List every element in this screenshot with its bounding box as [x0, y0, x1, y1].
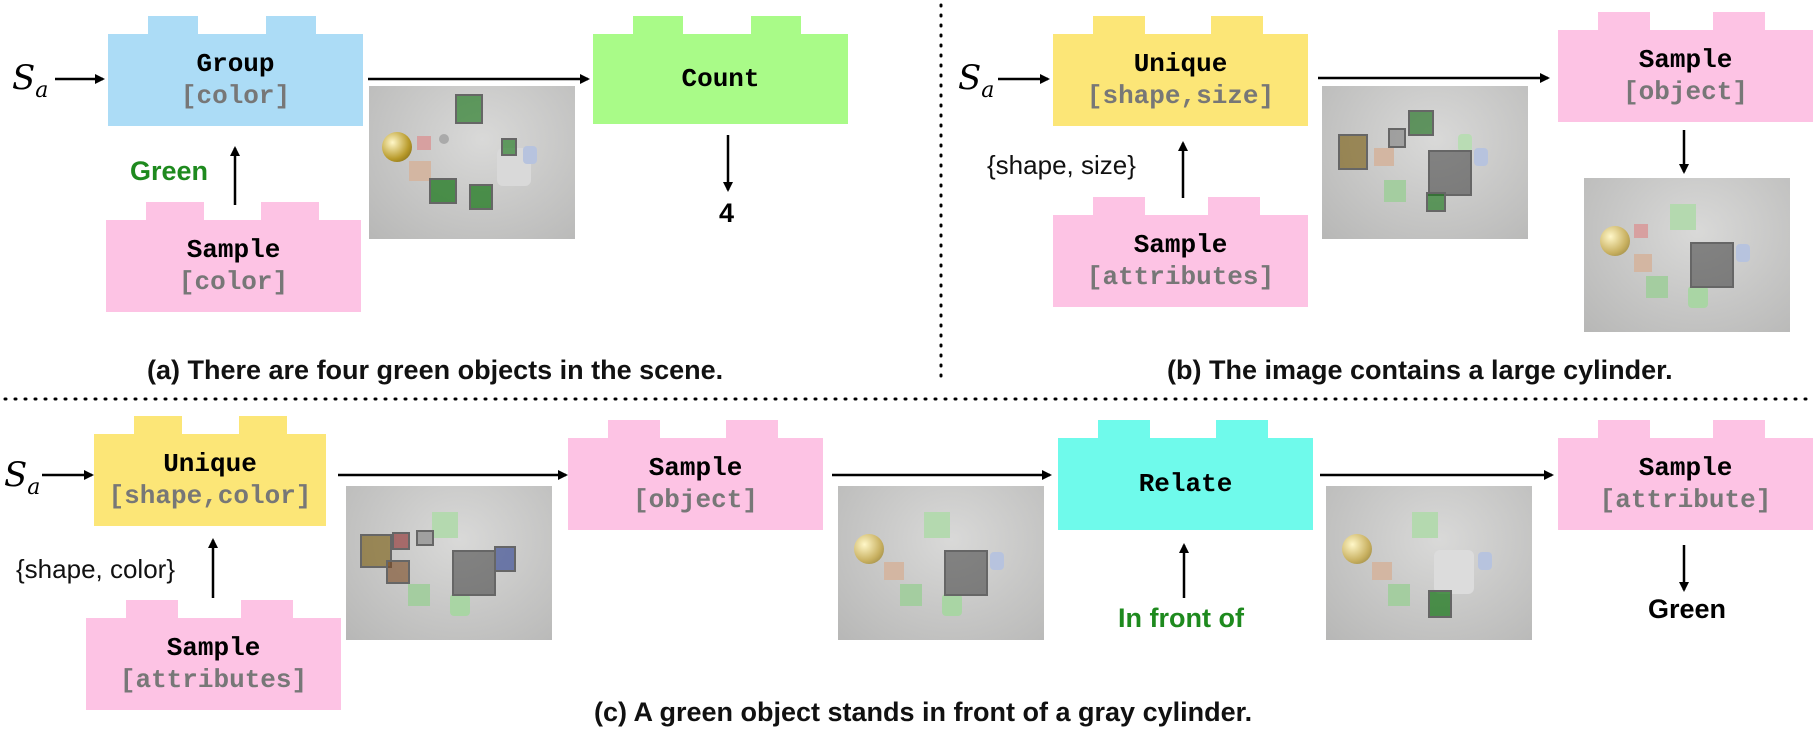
sample-object-arg-label-b: [object] [1623, 77, 1748, 107]
count-op-label: Count [681, 64, 760, 94]
highlight-red-cube [392, 532, 410, 550]
sample-attribute-block-c: Sample [attribute] [1558, 420, 1813, 530]
green-cylinder [450, 594, 470, 616]
sample-color-block: Sample [color] [106, 202, 361, 312]
sample-attributes-op-label-c: Sample [166, 633, 261, 663]
scene-image-b1 [1322, 86, 1528, 239]
highlight-green-cube-1 [455, 94, 483, 124]
sample-attributes-block-b: Sample [attributes] [1053, 197, 1308, 307]
sample-attribute-arg-label-c: [attribute] [1599, 485, 1772, 515]
gold-sphere [382, 132, 412, 162]
result-label-c: Green [1648, 594, 1727, 624]
highlight-green-cylinder-2 [469, 184, 493, 210]
green-cylinder [1688, 286, 1708, 308]
brown-cube [1372, 562, 1392, 580]
gold-sphere [854, 534, 884, 564]
highlight-small-sphere [1388, 128, 1406, 148]
unique-op-label-c: Unique [163, 449, 257, 479]
highlight-green-cylinder [1428, 590, 1452, 618]
relate-op-label-c: Relate [1138, 469, 1233, 499]
highlight-green-cube [1408, 110, 1434, 136]
gray-sphere [439, 134, 449, 144]
scene-image-b2 [1584, 178, 1790, 332]
sampled-attributes-label-c: {shape, color} [16, 554, 176, 584]
highlight-gold-sphere [1338, 134, 1368, 170]
scene-image-c1 [346, 486, 552, 640]
green-cube [900, 584, 922, 606]
input-symbol-c: Sa [4, 455, 41, 500]
brown-cube [884, 562, 904, 580]
gold-sphere [1600, 226, 1630, 256]
caption-a: (a) There are four green objects in the … [147, 355, 724, 385]
group-op-label: Group [196, 49, 275, 79]
blue-cylinder [523, 146, 537, 164]
highlight-small-sphere [416, 530, 434, 546]
sample-object-op-label-b: Sample [1638, 45, 1733, 75]
scene-image-c3 [1326, 486, 1532, 640]
sample-object-block-b: Sample [object] [1558, 12, 1813, 122]
sample-object-block-c: Sample [object] [568, 420, 823, 530]
brown-cube [409, 161, 431, 181]
blue-cylinder [1736, 244, 1750, 262]
caption-b: (b) The image contains a large cylinder. [1167, 355, 1673, 385]
highlight-gray-cylinder [1428, 150, 1472, 196]
sample-attribute-op-label-c: Sample [1638, 453, 1733, 483]
green-cylinder [942, 594, 962, 616]
highlight-blue-cylinder [494, 546, 516, 572]
red-cube [417, 136, 431, 150]
scene-image-a [369, 86, 575, 239]
green-cube [1388, 584, 1410, 606]
sample-object-op-label-c: Sample [648, 453, 743, 483]
unique-arg-label-b: [shape,size] [1086, 81, 1275, 111]
sample-attributes-arg-label-c: [attributes] [119, 665, 308, 695]
sample-attributes-block-c: Sample [attributes] [86, 600, 341, 710]
green-cube [408, 584, 430, 606]
red-cube [1634, 224, 1648, 238]
sample-op-label: Sample [186, 235, 281, 265]
green-cube-top [1670, 204, 1696, 230]
highlight-brown-cube [386, 560, 410, 584]
blue-cylinder [1474, 148, 1488, 166]
input-symbol-b: Sa [958, 58, 995, 103]
green-cube-top [432, 512, 458, 538]
highlight-green-cylinder [1426, 192, 1446, 212]
relate-block-c: Relate [1058, 420, 1313, 530]
gray-cylinder [1434, 550, 1474, 594]
green-cube-top [1412, 512, 1438, 538]
count-result: 4 [719, 198, 735, 228]
gold-sphere [1342, 534, 1372, 564]
sampled-color-label: Green [130, 156, 209, 186]
green-cylinder [1458, 134, 1472, 152]
sample-attributes-arg-label-b: [attributes] [1086, 262, 1275, 292]
caption-c: (c) A green object stands in front of a … [594, 697, 1253, 727]
group-block: Group [color] [108, 16, 363, 126]
input-symbol: Sa [12, 58, 49, 103]
highlight-gray-cylinder [452, 550, 496, 596]
group-arg-label: [color] [180, 81, 291, 111]
unique-arg-label-c: [shape,color] [108, 481, 312, 511]
green-cube [1646, 276, 1668, 298]
green-cube [1384, 180, 1406, 202]
unique-op-label-b: Unique [1133, 49, 1228, 79]
sample-arg-label: [color] [178, 267, 289, 297]
relation-label-c: In front of [1118, 603, 1244, 633]
unique-block-b: Unique [shape,size] [1053, 16, 1308, 126]
sample-object-arg-label-c: [object] [633, 485, 758, 515]
highlight-green-cube-2 [429, 178, 457, 204]
scene-image-c2 [838, 486, 1044, 640]
highlight-gray-cylinder [944, 550, 988, 596]
unique-block-c: Unique [shape,color] [94, 416, 326, 526]
highlight-gray-cylinder [1690, 242, 1734, 288]
green-cube-top [924, 512, 950, 538]
blue-cylinder [990, 552, 1004, 570]
sampled-attributes-label-b: {shape, size} [987, 150, 1136, 180]
brown-cube [1374, 148, 1394, 166]
sample-attributes-op-label-b: Sample [1133, 230, 1228, 260]
blue-cylinder [1478, 552, 1492, 570]
highlight-green-cylinder-1 [501, 138, 517, 156]
count-block: Count [593, 16, 848, 124]
brown-cube [1634, 254, 1652, 272]
